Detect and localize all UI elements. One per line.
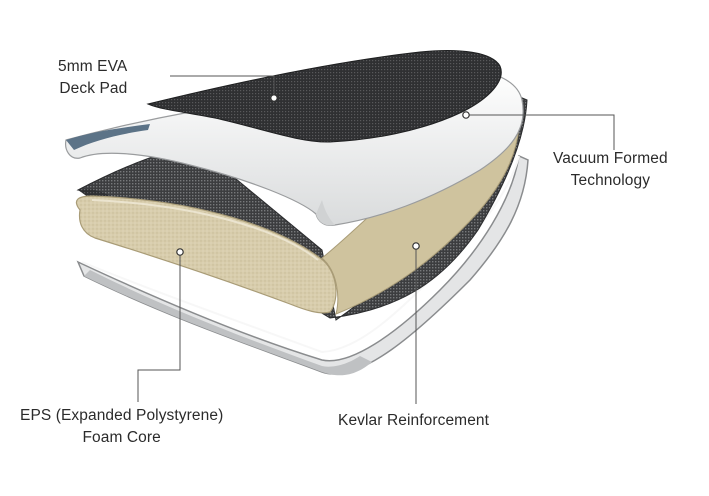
label-eps-line2: Foam Core [82, 429, 161, 446]
label-vacuum-line2: Technology [570, 172, 651, 189]
leader-eva [170, 75, 275, 97]
marker-kevlar [412, 242, 420, 250]
label-eps-foam-core: EPS (Expanded Polystyrene) Foam Core [20, 405, 223, 449]
label-eva-line2: Deck Pad [59, 80, 128, 97]
eva-deck-pad [146, 50, 502, 143]
marker-vacuum [462, 111, 470, 119]
leader-eps [137, 252, 181, 402]
callout-markers [176, 94, 470, 256]
label-kevlar-line1: Kevlar Reinforcement [338, 412, 490, 429]
label-eva-deck-pad: 5mm EVA Deck Pad [58, 56, 127, 100]
label-eps-line1: EPS (Expanded Polystyrene) [20, 407, 224, 424]
marker-eps [176, 248, 184, 256]
label-vacuum-formed: Vacuum Formed Technology [553, 148, 668, 192]
label-eva-line1: 5mm EVA [58, 58, 128, 75]
label-vacuum-line1: Vacuum Formed [553, 150, 668, 167]
leader-lines [137, 75, 615, 404]
marker-eva [270, 94, 278, 102]
leader-vacuum [466, 114, 615, 150]
label-kevlar: Kevlar Reinforcement [338, 410, 489, 432]
